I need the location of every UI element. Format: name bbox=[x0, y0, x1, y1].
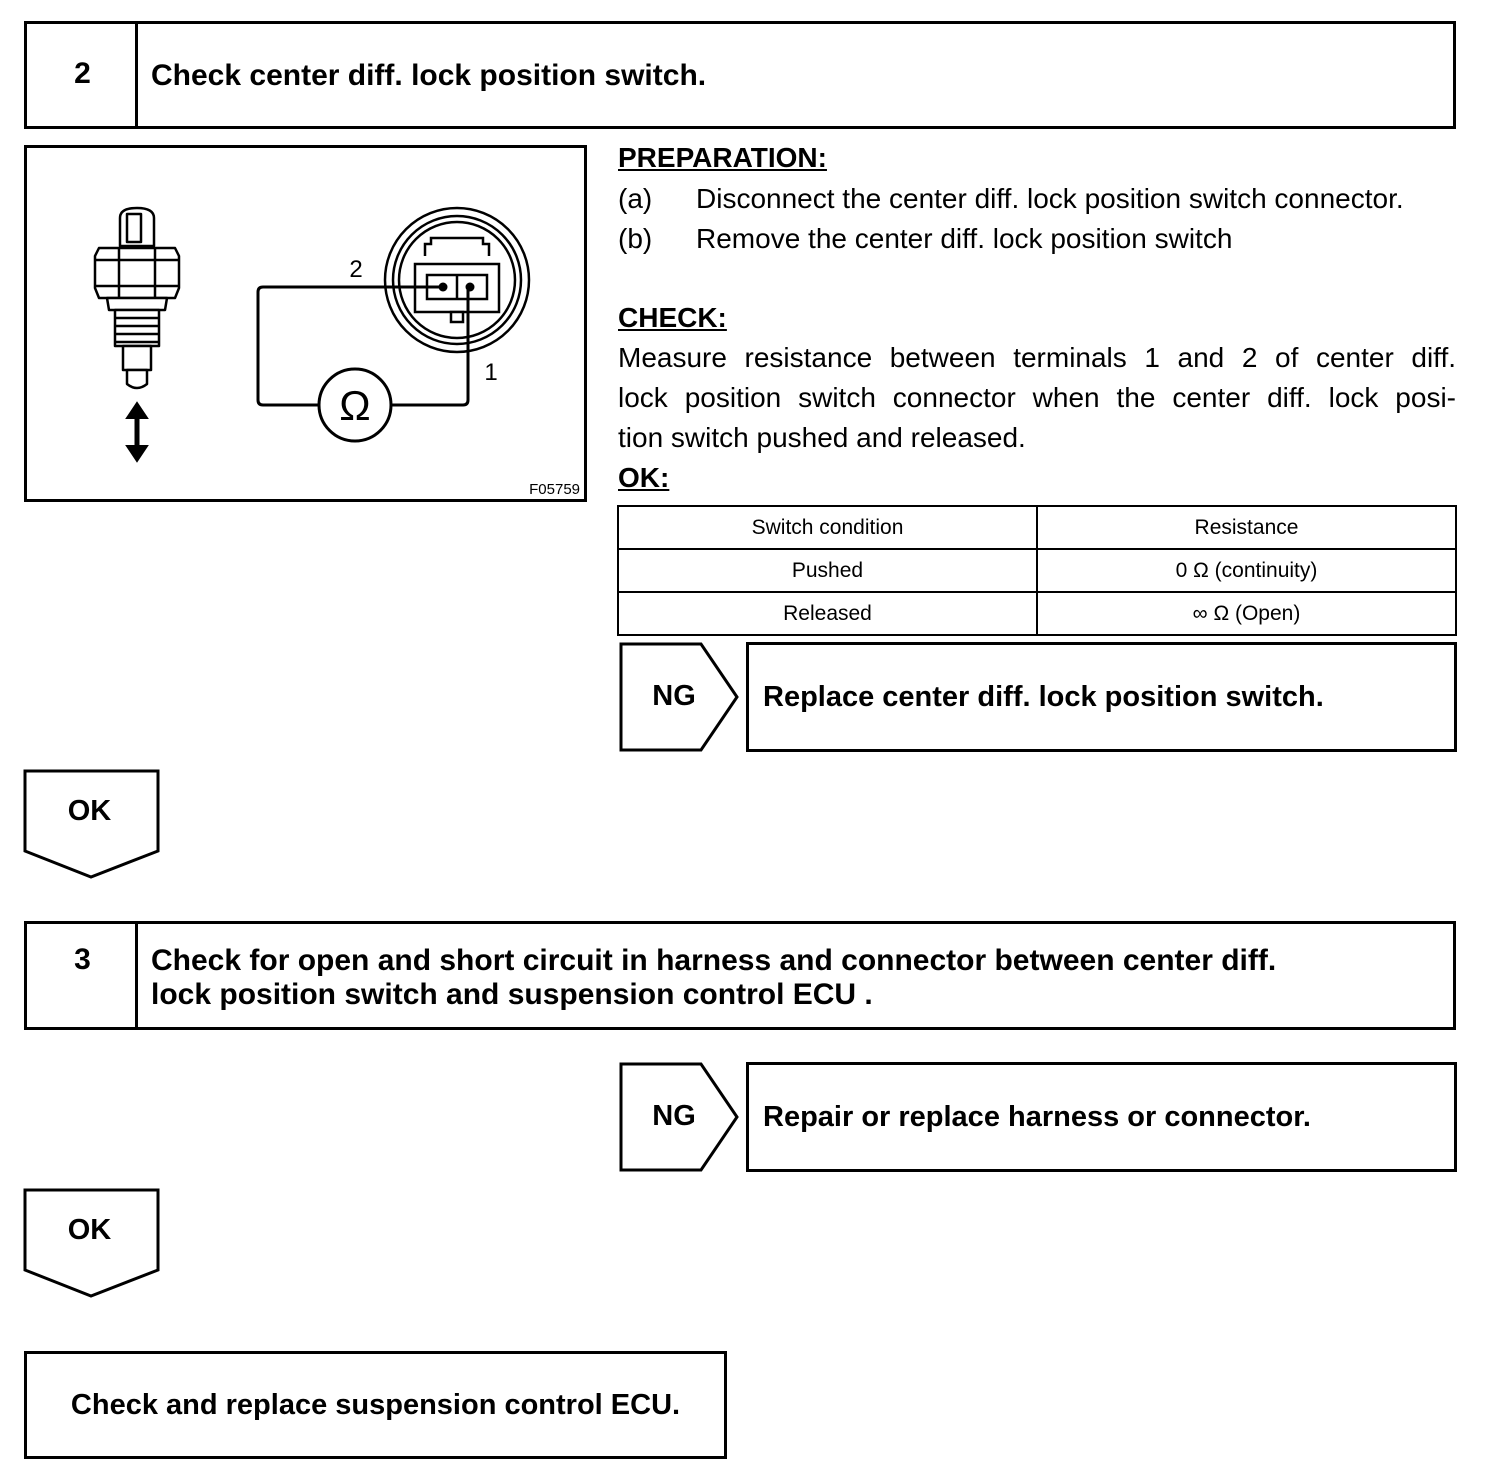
ng-arrow-2 bbox=[619, 1062, 739, 1172]
ok-heading: OK: bbox=[618, 462, 670, 493]
step-2-title: Check center diff. lock position switch. bbox=[151, 59, 707, 92]
ng-action-1: Replace center diff. lock position switc… bbox=[763, 681, 1324, 713]
check-line-1: Measure resistance between terminals 1 a… bbox=[618, 342, 1456, 373]
table-cell-resistance: ∞ Ω (Open) bbox=[1036, 591, 1457, 636]
step-3-title-line-1: Check for open and short circuit in harn… bbox=[151, 944, 1277, 977]
check-line-2: lock position switch connector when the … bbox=[618, 382, 1456, 413]
table-cell-condition: Released bbox=[617, 591, 1038, 636]
push-release-arrow-icon bbox=[125, 401, 149, 463]
connector-icon bbox=[383, 206, 531, 354]
step-3-number: 3 bbox=[74, 943, 91, 976]
position-switch-icon bbox=[93, 206, 181, 390]
preparation-heading: PREPARATION: bbox=[618, 142, 827, 173]
ohm-symbol: Ω bbox=[339, 382, 370, 429]
preparation-item-a-marker: (a) bbox=[618, 183, 653, 214]
ng-action-2: Repair or replace harness or connector. bbox=[763, 1101, 1311, 1133]
switch-diagram-figure: Ω 2 1 F05759 bbox=[24, 145, 587, 502]
table-header-row: Switch condition Resistance bbox=[617, 505, 1457, 550]
ohmmeter-wire bbox=[256, 285, 470, 407]
step-3-header: 3 Check for open and short circuit in ha… bbox=[24, 921, 1456, 1030]
switch-diagram: Ω 2 1 F05759 bbox=[93, 206, 580, 498]
preparation-item-b-text: Remove the center diff. lock position sw… bbox=[696, 223, 1233, 254]
step-2-header: 2 Check center diff. lock position switc… bbox=[24, 21, 1456, 129]
ok-label-2: OK bbox=[67, 1214, 112, 1246]
ng-action-box-2: Repair or replace harness or connector. bbox=[746, 1062, 1457, 1172]
terminal-2-label: 2 bbox=[349, 256, 362, 283]
step-2-number: 2 bbox=[74, 57, 91, 90]
table-row: Released ∞ Ω (Open) bbox=[617, 591, 1457, 636]
table-cell-resistance: 0 Ω (continuity) bbox=[1036, 548, 1457, 593]
ok-label-1: OK bbox=[67, 795, 112, 827]
final-action: Check and replace suspension control ECU… bbox=[70, 1389, 681, 1421]
table-row: Pushed 0 Ω (continuity) bbox=[617, 548, 1457, 593]
table-header-switch-condition: Switch condition bbox=[617, 505, 1038, 550]
check-heading: CHECK: bbox=[618, 302, 727, 333]
resistance-spec-table: Switch condition Resistance Pushed 0 Ω (… bbox=[617, 505, 1457, 636]
final-action-box: Check and replace suspension control ECU… bbox=[24, 1351, 727, 1459]
ok-arrow-2 bbox=[23, 1188, 160, 1298]
step-3-title-line-2: lock position switch and suspension cont… bbox=[151, 978, 873, 1011]
step-3-number-cell: 3 bbox=[27, 924, 138, 1027]
ng-label-2: NG bbox=[652, 1100, 696, 1132]
ohmmeter-icon bbox=[317, 367, 393, 443]
preparation-item-a-text: Disconnect the center diff. lock positio… bbox=[696, 183, 1404, 214]
preparation-item-b-marker: (b) bbox=[618, 223, 653, 254]
step-2-number-cell: 2 bbox=[27, 24, 138, 126]
table-cell-condition: Pushed bbox=[617, 548, 1038, 593]
table-header-resistance: Resistance bbox=[1036, 505, 1457, 550]
check-line-3: tion switch pushed and released. bbox=[618, 422, 1026, 453]
ng-arrow-1 bbox=[619, 642, 739, 752]
ng-action-box-1: Replace center diff. lock position switc… bbox=[746, 642, 1457, 752]
terminal-1-label: 1 bbox=[484, 359, 497, 386]
figure-code: F05759 bbox=[529, 481, 580, 498]
ok-arrow-1 bbox=[23, 769, 160, 879]
ng-label-1: NG bbox=[652, 680, 696, 712]
